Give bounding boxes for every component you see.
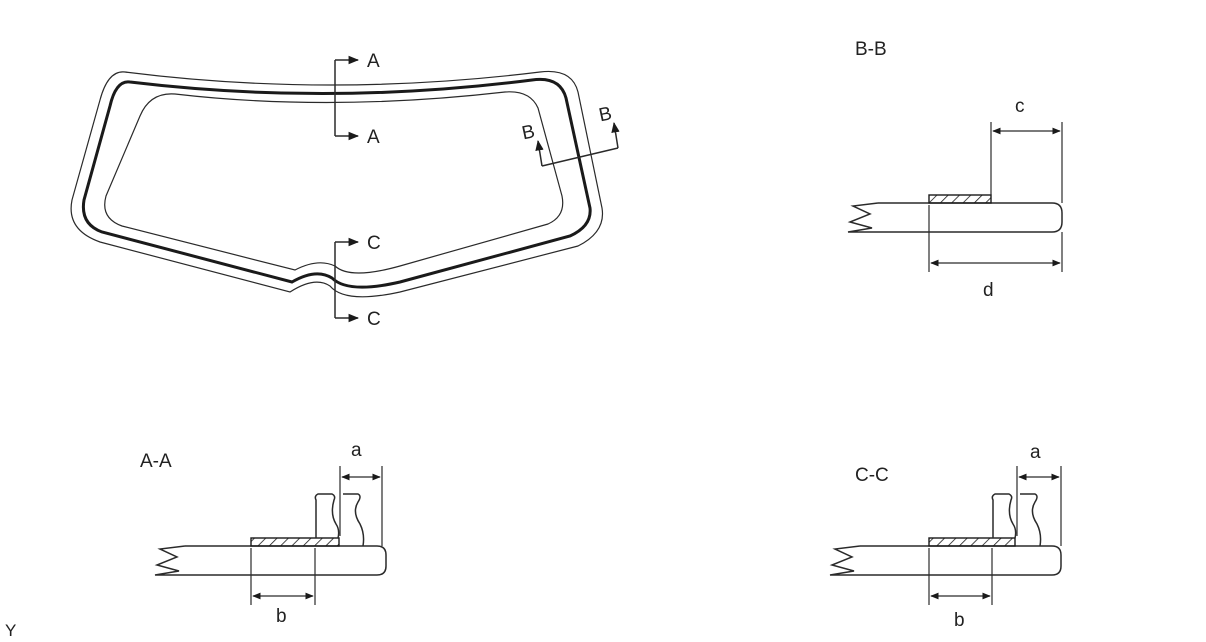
section-bb-break <box>847 202 879 233</box>
section-aa-break <box>154 545 186 576</box>
section-aa-title: A-A <box>140 451 172 472</box>
cut-line-a: A A <box>334 51 380 148</box>
section-cc-break <box>829 545 861 576</box>
section-cc: C-C a b <box>829 442 1062 631</box>
section-bb-seal <box>928 194 992 204</box>
cut-label-b-right: B <box>597 103 614 126</box>
section-aa-molding <box>314 493 340 539</box>
dimension-b-label-cc: b <box>954 610 965 631</box>
cut-label-b-left: B <box>520 121 537 144</box>
section-bb-glass <box>878 202 1063 233</box>
section-bb: B-B c d <box>847 39 1063 301</box>
section-aa-molding-2 <box>343 493 365 547</box>
glass-outer-edge <box>70 70 604 298</box>
cut-label-a-top: A <box>367 51 380 72</box>
section-cc-seal <box>928 537 1016 547</box>
dimension-b-label: b <box>276 606 287 627</box>
cut-line-c: C C <box>334 233 381 330</box>
section-cc-glass <box>860 545 1062 576</box>
glass-inner-edge <box>104 91 564 274</box>
molding-line <box>81 77 592 289</box>
cut-label-a-bottom: A <box>367 127 380 148</box>
dimension-d-label: d <box>983 280 994 301</box>
section-aa-seal <box>250 537 340 547</box>
section-aa: A-A a b <box>140 440 387 627</box>
dimension-a-label: a <box>351 440 362 461</box>
section-bb-title: B-B <box>855 39 887 60</box>
section-cc-title: C-C <box>855 465 889 486</box>
section-cc-molding-2 <box>1020 493 1042 547</box>
cut-label-c-bottom: C <box>367 309 381 330</box>
section-cc-molding <box>991 493 1017 539</box>
cut-line-b: B B <box>520 103 620 167</box>
dimension-a-label-cc: a <box>1030 442 1041 463</box>
cut-label-c-top: C <box>367 233 381 254</box>
windshield-overview: A A C C B B <box>70 51 620 330</box>
section-aa-glass <box>185 545 387 576</box>
corner-mark: Y <box>5 621 16 640</box>
dimension-c-label: c <box>1015 96 1025 117</box>
